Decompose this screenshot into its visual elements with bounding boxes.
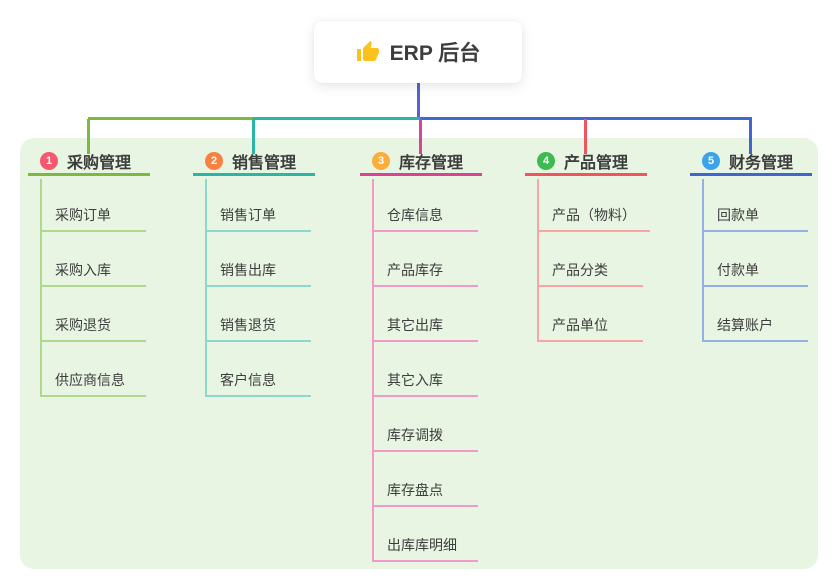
child-node-其它入库[interactable]: 其它入库 xyxy=(372,370,478,397)
main-line-segment-blue xyxy=(420,117,752,120)
child-node-销售出库[interactable]: 销售出库 xyxy=(205,260,311,287)
child-node-供应商信息[interactable]: 供应商信息 xyxy=(40,370,146,397)
branch-node-销售管理[interactable]: 2 销售管理 xyxy=(193,149,315,176)
branch-trunk-line xyxy=(205,179,207,397)
branch-drop-line-5 xyxy=(749,119,752,154)
branch-label: 库存管理 xyxy=(399,155,464,172)
branch-drop-line-3 xyxy=(419,119,422,154)
thumbs-up-icon xyxy=(356,40,380,64)
branch-label: 财务管理 xyxy=(729,155,794,172)
child-node-产品库存[interactable]: 产品库存 xyxy=(372,260,478,287)
child-node-产品分类[interactable]: 产品分类 xyxy=(537,260,643,287)
child-node-其它出库[interactable]: 其它出库 xyxy=(372,315,478,342)
child-node-产品（物料）[interactable]: 产品（物料） xyxy=(537,205,650,232)
branch-number-badge: 1 xyxy=(40,152,58,170)
branch-label: 采购管理 xyxy=(67,155,132,172)
child-node-库存调拨[interactable]: 库存调拨 xyxy=(372,425,478,452)
child-node-库存盘点[interactable]: 库存盘点 xyxy=(372,480,478,507)
child-node-回款单[interactable]: 回款单 xyxy=(702,205,808,232)
branch-number-badge: 3 xyxy=(372,152,390,170)
branch-number-badge: 5 xyxy=(702,152,720,170)
child-node-采购订单[interactable]: 采购订单 xyxy=(40,205,146,232)
child-node-采购入库[interactable]: 采购入库 xyxy=(40,260,146,287)
branch-node-库存管理[interactable]: 3 库存管理 xyxy=(360,149,482,176)
child-node-仓库信息[interactable]: 仓库信息 xyxy=(372,205,478,232)
root-title: ERP 后台 xyxy=(389,42,481,65)
branch-trunk-line xyxy=(372,179,374,562)
child-node-产品单位[interactable]: 产品单位 xyxy=(537,315,643,342)
child-node-采购退货[interactable]: 采购退货 xyxy=(40,315,146,342)
child-node-付款单[interactable]: 付款单 xyxy=(702,260,808,287)
branch-drop-line-2 xyxy=(252,119,255,154)
root-connector-line xyxy=(417,83,420,120)
branch-label: 销售管理 xyxy=(232,155,297,172)
branch-trunk-line xyxy=(537,179,539,342)
child-node-出库库明细[interactable]: 出库库明细 xyxy=(372,535,478,562)
branch-number-badge: 2 xyxy=(205,152,223,170)
branch-node-产品管理[interactable]: 4 产品管理 xyxy=(525,149,647,176)
branch-node-采购管理[interactable]: 1 采购管理 xyxy=(28,149,150,176)
branch-node-财务管理[interactable]: 5 财务管理 xyxy=(690,149,812,176)
branch-drop-line-1 xyxy=(87,119,90,154)
child-node-销售订单[interactable]: 销售订单 xyxy=(205,205,311,232)
branch-number-badge: 4 xyxy=(537,152,555,170)
main-line-segment-green xyxy=(88,117,253,120)
branch-trunk-line xyxy=(702,179,704,342)
main-line-segment-teal xyxy=(253,117,420,120)
branch-label: 产品管理 xyxy=(564,155,629,172)
child-node-销售退货[interactable]: 销售退货 xyxy=(205,315,311,342)
branches-panel xyxy=(20,138,818,569)
branch-trunk-line xyxy=(40,179,42,397)
child-node-客户信息[interactable]: 客户信息 xyxy=(205,370,311,397)
root-node[interactable]: ERP 后台 xyxy=(314,21,522,83)
branch-drop-line-4 xyxy=(584,119,587,154)
child-node-结算账户[interactable]: 结算账户 xyxy=(702,315,808,342)
